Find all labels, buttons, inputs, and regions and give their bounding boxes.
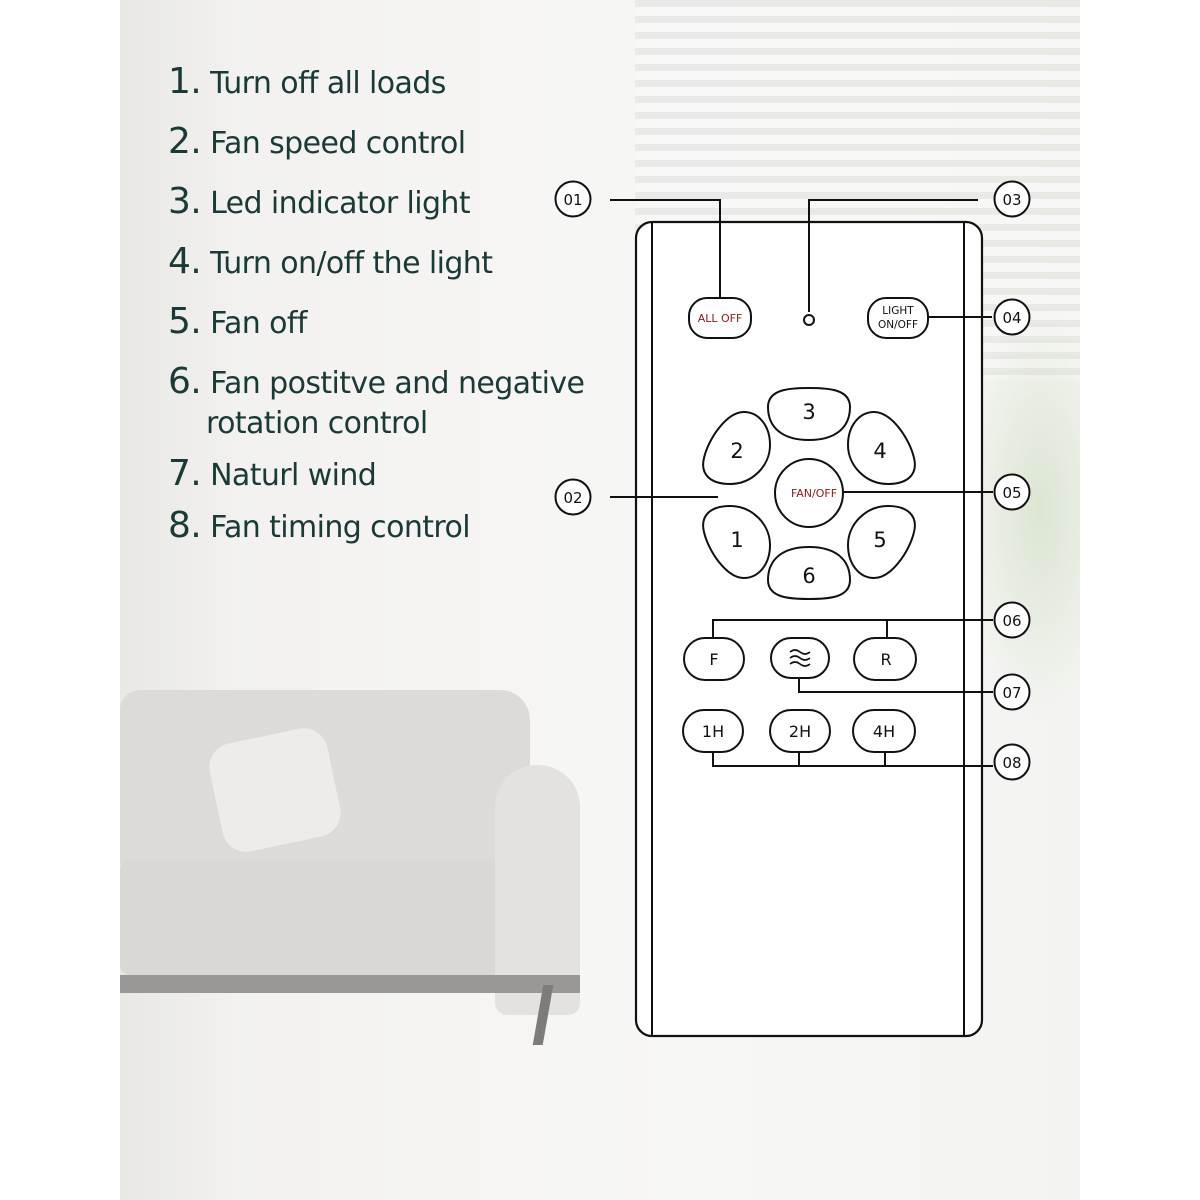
wave-icon [789,649,811,667]
callout-04: 04 [993,298,1031,336]
svg-text:05: 05 [1002,484,1021,502]
svg-text:3: 3 [802,400,815,424]
remote-body [634,220,984,1038]
svg-text:4: 4 [873,439,886,463]
svg-text:4H: 4H [873,722,895,741]
wall-shadow [120,0,240,1200]
led-indicator [803,314,815,326]
fan-off-button[interactable]: FAN/OFF [774,458,844,528]
svg-text:07: 07 [1002,684,1021,702]
svg-text:03: 03 [1002,191,1021,209]
forward-button[interactable]: F [683,637,745,681]
callout-07: 07 [993,673,1031,711]
callout-03: 03 [993,180,1031,218]
svg-text:LIGHT: LIGHT [882,305,914,317]
sofa-base [120,975,580,993]
svg-text:2H: 2H [789,722,811,741]
feature-item: 2. Fan speed control [168,121,466,162]
timer-1h-button[interactable]: 1H [682,709,744,753]
feature-item: 5. Fan off [168,301,307,342]
speed-button-4[interactable]: 4 [846,410,916,486]
timer-4h-button[interactable]: 4H [852,709,916,753]
speed-button-3[interactable]: 3 [766,386,852,442]
timer-2h-button[interactable]: 2H [769,709,831,753]
speed-button-6[interactable]: 6 [766,545,852,601]
light-on-off-button[interactable]: LIGHT ON/OFF [867,297,929,339]
feature-item: 1. Turn off all loads [168,61,446,102]
svg-text:ALL OFF: ALL OFF [698,312,743,325]
svg-text:08: 08 [1002,754,1021,772]
svg-text:06: 06 [1002,612,1021,630]
svg-text:5: 5 [873,528,886,552]
sofa-arm [495,765,580,1015]
feature-item: 7. Naturl wind [168,453,377,494]
callout-05: 05 [993,473,1031,511]
sofa-seat [120,860,540,975]
callout-02: 02 [554,478,592,516]
all-off-button[interactable]: ALL OFF [688,297,752,339]
callout-08: 08 [993,743,1031,781]
feature-item: 3. Led indicator light [168,181,471,222]
callout-01: 01 [554,180,592,218]
svg-text:ON/OFF: ON/OFF [878,319,918,331]
feature-item: 4. Turn on/off the light [168,241,493,282]
svg-text:FAN/OFF: FAN/OFF [791,487,837,500]
svg-text:1: 1 [730,528,743,552]
svg-text:04: 04 [1002,309,1021,327]
svg-text:2: 2 [730,439,743,463]
feature-item: 8. Fan timing control [168,505,471,546]
svg-text:1H: 1H [702,722,724,741]
svg-text:R: R [880,650,891,669]
natural-wind-button[interactable] [770,637,830,679]
speed-button-1[interactable]: 1 [702,504,772,580]
svg-text:6: 6 [802,564,815,588]
reverse-button[interactable]: R [853,637,917,681]
speed-button-2[interactable]: 2 [702,410,772,486]
svg-text:F: F [709,650,718,669]
callout-06: 06 [993,601,1031,639]
svg-text:01: 01 [563,191,582,209]
speed-button-5[interactable]: 5 [846,504,916,580]
svg-text:02: 02 [563,489,582,507]
